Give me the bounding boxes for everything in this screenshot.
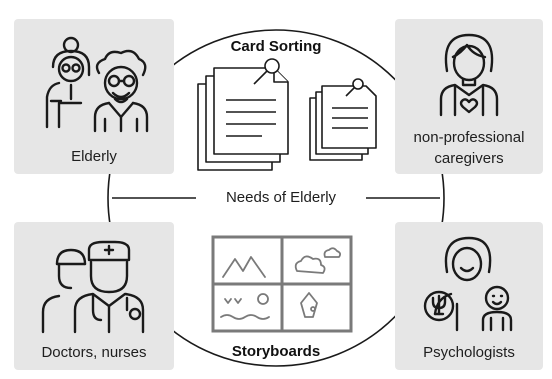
storyboards-title: Storyboards: [231, 343, 321, 360]
central-circle: [107, 29, 445, 367]
doctors-box: Doctors, nurses: [14, 222, 174, 370]
psychologists-box: Psychologists: [395, 222, 543, 370]
doctor-nurse-icon: [41, 240, 145, 334]
storyboard-frames-icon: [211, 235, 353, 333]
doctors-label: Doctors, nurses: [41, 344, 147, 361]
elderly-box: Elderly: [14, 19, 174, 174]
psychologist-icon: [423, 236, 513, 332]
caregivers-label-line1: non-professional: [413, 129, 525, 146]
needs-of-elderly-label: Needs of Elderly: [196, 189, 366, 206]
caregiver-woman-icon: [439, 33, 499, 117]
elderly-label: Elderly: [71, 148, 117, 165]
pinned-cards-icon: [197, 58, 377, 171]
elderly-couple-icon: [45, 36, 149, 133]
card-sorting-title: Card Sorting: [230, 38, 322, 55]
caregivers-box: non-professional caregivers: [395, 19, 543, 174]
psychologists-label: Psychologists: [423, 344, 515, 361]
caregivers-label-line2: caregivers: [434, 150, 504, 167]
